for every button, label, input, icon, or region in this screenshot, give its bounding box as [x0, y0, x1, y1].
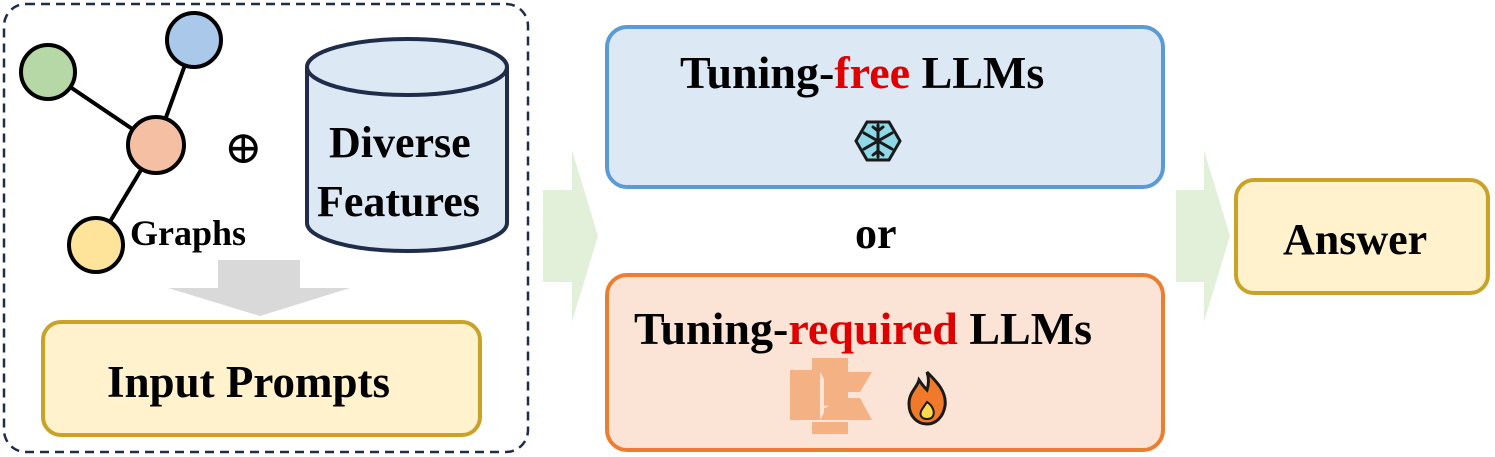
tuning-required-prefix: Tuning-: [634, 303, 789, 354]
or-label: or: [855, 209, 897, 258]
answer-box: [1234, 178, 1490, 295]
green-arrow-left: [543, 150, 598, 322]
graph-node-center: [126, 115, 186, 175]
tuning-free-box: [605, 25, 1165, 189]
tuning-free-title: Tuning-free LLMs: [680, 50, 1044, 96]
graph-node-green: [19, 43, 77, 101]
green-arrow-right: [1176, 150, 1230, 322]
tuning-free-suffix: LLMs: [910, 47, 1045, 98]
tuning-free-prefix: Tuning-: [680, 47, 835, 98]
tuning-required-highlight: required: [788, 303, 958, 354]
features-line1: Diverse: [329, 118, 471, 167]
tuning-required-box: [605, 273, 1165, 452]
input-prompts-box: [41, 320, 482, 437]
tuning-free-highlight: free: [834, 47, 911, 98]
input-group-frame: [2, 2, 530, 454]
features-line2: Features: [317, 177, 480, 226]
fire-icon: [907, 370, 947, 426]
tuning-required-title: Tuning-required LLMs: [634, 306, 1092, 352]
snowflake-icon: [854, 120, 902, 162]
features-cylinder: [305, 37, 509, 253]
graphs-label: Graphs: [130, 213, 247, 253]
graph-node-blue: [165, 11, 223, 69]
input-prompts-label: Input Prompts: [107, 357, 390, 407]
answer-label: Answer: [1283, 215, 1428, 264]
model-architecture-icon: [790, 358, 872, 434]
tuning-required-suffix: LLMs: [957, 303, 1093, 354]
graph-node-yellow: [67, 216, 125, 274]
gray-down-arrow: [168, 260, 350, 316]
oplus-symbol: ⊕: [224, 122, 263, 173]
